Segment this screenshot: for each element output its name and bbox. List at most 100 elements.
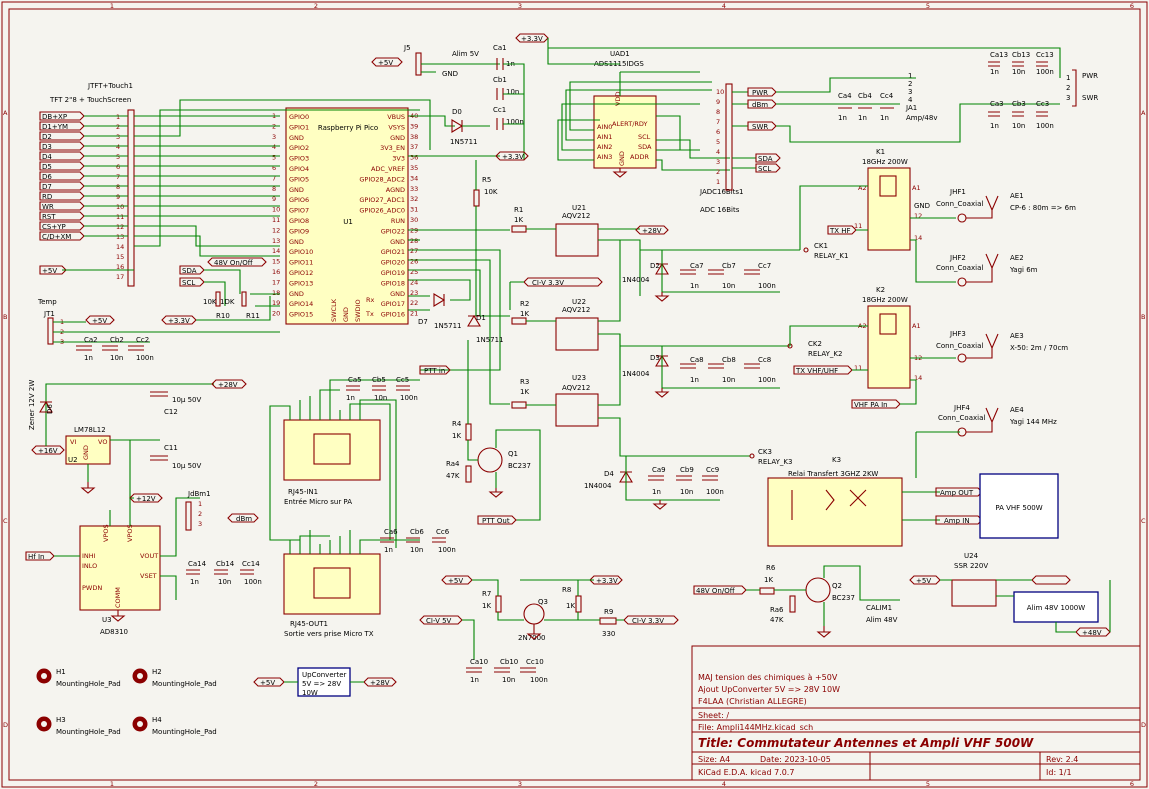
r8-ref: R8 <box>562 586 571 594</box>
jadc-pin: 7 <box>716 118 720 126</box>
cb3-r: Cb3 <box>1012 100 1026 108</box>
ca9: Ca9 <box>652 466 666 474</box>
rpi-right-pin-num: 38 <box>410 133 418 141</box>
jhf4-value: Conn_Coaxial <box>938 414 985 422</box>
antenna-icon <box>966 407 999 433</box>
r1-ref: R1 <box>514 206 523 214</box>
net-txhf: TX HF <box>829 227 851 235</box>
cb2: Cb2 <box>110 336 124 344</box>
ca2-v: 1n <box>84 354 93 362</box>
jadc-value: ADC 16Bits <box>700 206 740 214</box>
u3-vout: VOUT <box>140 552 158 560</box>
tb-size: Size: A4 <box>698 755 730 764</box>
rpi-left-pin-name: GPIO3 <box>289 155 309 163</box>
net-33v-2: +3.3V <box>502 153 524 161</box>
rpi-right-pin-name: 3V3 <box>392 155 405 163</box>
frame-col-top: 5 <box>926 2 930 10</box>
rpi-right-pin-name: AGND <box>386 186 405 194</box>
alim-5v: J5 Alim 5V GND <box>403 44 500 78</box>
ad8310: INHI INLO PWDN VOUT VSET COMM VPOS VPOS … <box>25 490 262 636</box>
u23-value: AQV212 <box>562 384 590 392</box>
rpi-right-pin-num: 22 <box>410 299 418 307</box>
c11-ref: C11 <box>164 444 178 452</box>
jadc-ref: JADC16Bits1 <box>699 188 744 196</box>
frame-row-right: D <box>1141 721 1146 729</box>
cap-group-3: Ca3 Cb3 Cc3 1n 10n 100n <box>988 100 1054 130</box>
u3-inhi: INHI <box>82 552 96 560</box>
rjin-value: Entrée Micro sur PA <box>284 498 352 506</box>
cb6-v: 10n <box>410 546 423 554</box>
adc-ain2: AIN2 <box>597 143 612 151</box>
rpi-left-pin-num: 18 <box>272 289 280 297</box>
jadc-pin: 8 <box>716 108 720 116</box>
frame-col-bottom: 4 <box>722 780 726 788</box>
k1-value: 18GHz 200W <box>862 158 908 166</box>
frame-col-bottom: 5 <box>926 780 930 788</box>
jadc-pin: 5 <box>716 138 720 146</box>
ca13: Ca13 <box>990 51 1008 59</box>
cc2-v: 100n <box>136 354 154 362</box>
frame-col-top: 6 <box>1130 2 1134 10</box>
q3-level-shifter: +5V +3.3V R7 1K R8 1K Q3 2N7000 R9 330 C… <box>419 575 679 684</box>
ae1-ref: AE1 <box>1010 192 1024 200</box>
k2-p14: 14 <box>914 374 922 382</box>
rpi-left-pin-name: GND <box>289 238 304 246</box>
ca10: Ca10 <box>470 658 488 666</box>
net-sda-2: SDA <box>182 267 197 275</box>
net-vhfpa: VHF PA In <box>854 401 888 409</box>
cc7-v: 100n <box>758 282 776 290</box>
ja1-p1: 1 <box>908 72 912 80</box>
net-28v-3: +28V <box>370 679 390 687</box>
antenna-icon <box>966 333 999 359</box>
cb8: Cb8 <box>722 356 736 364</box>
cb5-v: 10n <box>374 394 387 402</box>
u2-value: LM78L12 <box>74 426 106 434</box>
d2-value: 1N4004 <box>622 276 650 284</box>
tb-title: Title: Commutateur Antennes et Ampli VHF… <box>698 736 1034 750</box>
d7-d1-r5: D7 1N5711 D1 1N5711 R5 10K <box>418 160 504 344</box>
k1-a2: A2 <box>858 184 867 192</box>
tft-pin: 6 <box>116 163 120 171</box>
cc14-v: 100n <box>244 578 262 586</box>
tft-net-label-box <box>39 181 85 191</box>
jadc-pin: 1 <box>716 178 720 186</box>
rpi-left-pin-num: 15 <box>272 258 280 266</box>
rpi-right-pin-name: GND <box>390 134 405 142</box>
u3-pwdn: PWDN <box>82 584 102 592</box>
rpi-rx: Rx <box>366 296 375 304</box>
ja1-p4: 4 <box>908 96 913 104</box>
d7-value: 1N5711 <box>434 322 462 330</box>
mounting-hole-center <box>137 673 143 679</box>
adc-scl: SCL <box>638 133 651 141</box>
r6-ref: R6 <box>766 564 776 572</box>
net-dbm-1: dBm <box>752 101 768 109</box>
rpi-right-pin-num: 24 <box>410 278 418 286</box>
rpi-left-pin-num: 7 <box>272 174 276 182</box>
ck2-value: RELAY_K2 <box>808 350 842 358</box>
cb4-v: 1n <box>858 114 867 122</box>
ja1-ref: JA1 <box>905 104 917 112</box>
rpi-pico: Raspberry Pi Pico U1 GPIO01GPIO12GND3GPI… <box>272 107 418 325</box>
hole-ref: H4 <box>152 716 162 724</box>
rpi-left-pin-name: GPIO9 <box>289 227 309 235</box>
mounting-hole-center <box>41 673 47 679</box>
power-28v-1: +28V <box>635 225 669 235</box>
jdbm-p1: 1 <box>198 500 202 508</box>
ae1-value: CP-6 : 80m => 6m <box>1010 204 1076 212</box>
rpi-right-pin-num: 31 <box>410 206 418 214</box>
u22-ref: U22 <box>572 298 586 306</box>
net-ampout: Amp OUT <box>940 489 974 497</box>
cc13-v: 100n <box>1036 68 1054 76</box>
cc6-v: 100n <box>438 546 456 554</box>
net-pttin: PTT in <box>424 367 445 375</box>
cb10-v: 10n <box>502 676 515 684</box>
r11-ref: R11 <box>246 312 260 320</box>
cb6: Cb6 <box>410 528 424 536</box>
net-48v: +48V <box>1082 629 1102 637</box>
tft-connector: JTFT+Touch1 TFT 2"8 + TouchScreen 123456… <box>39 82 135 287</box>
d2-cap7: D2 1N4004 Ca7 Cb7 Cc7 1n 10n 100n <box>622 249 800 293</box>
frame-row-left: C <box>3 517 8 525</box>
r5-ref: R5 <box>482 176 491 184</box>
cb4: Cb4 <box>858 92 872 100</box>
k1-a1: A1 <box>912 184 921 192</box>
